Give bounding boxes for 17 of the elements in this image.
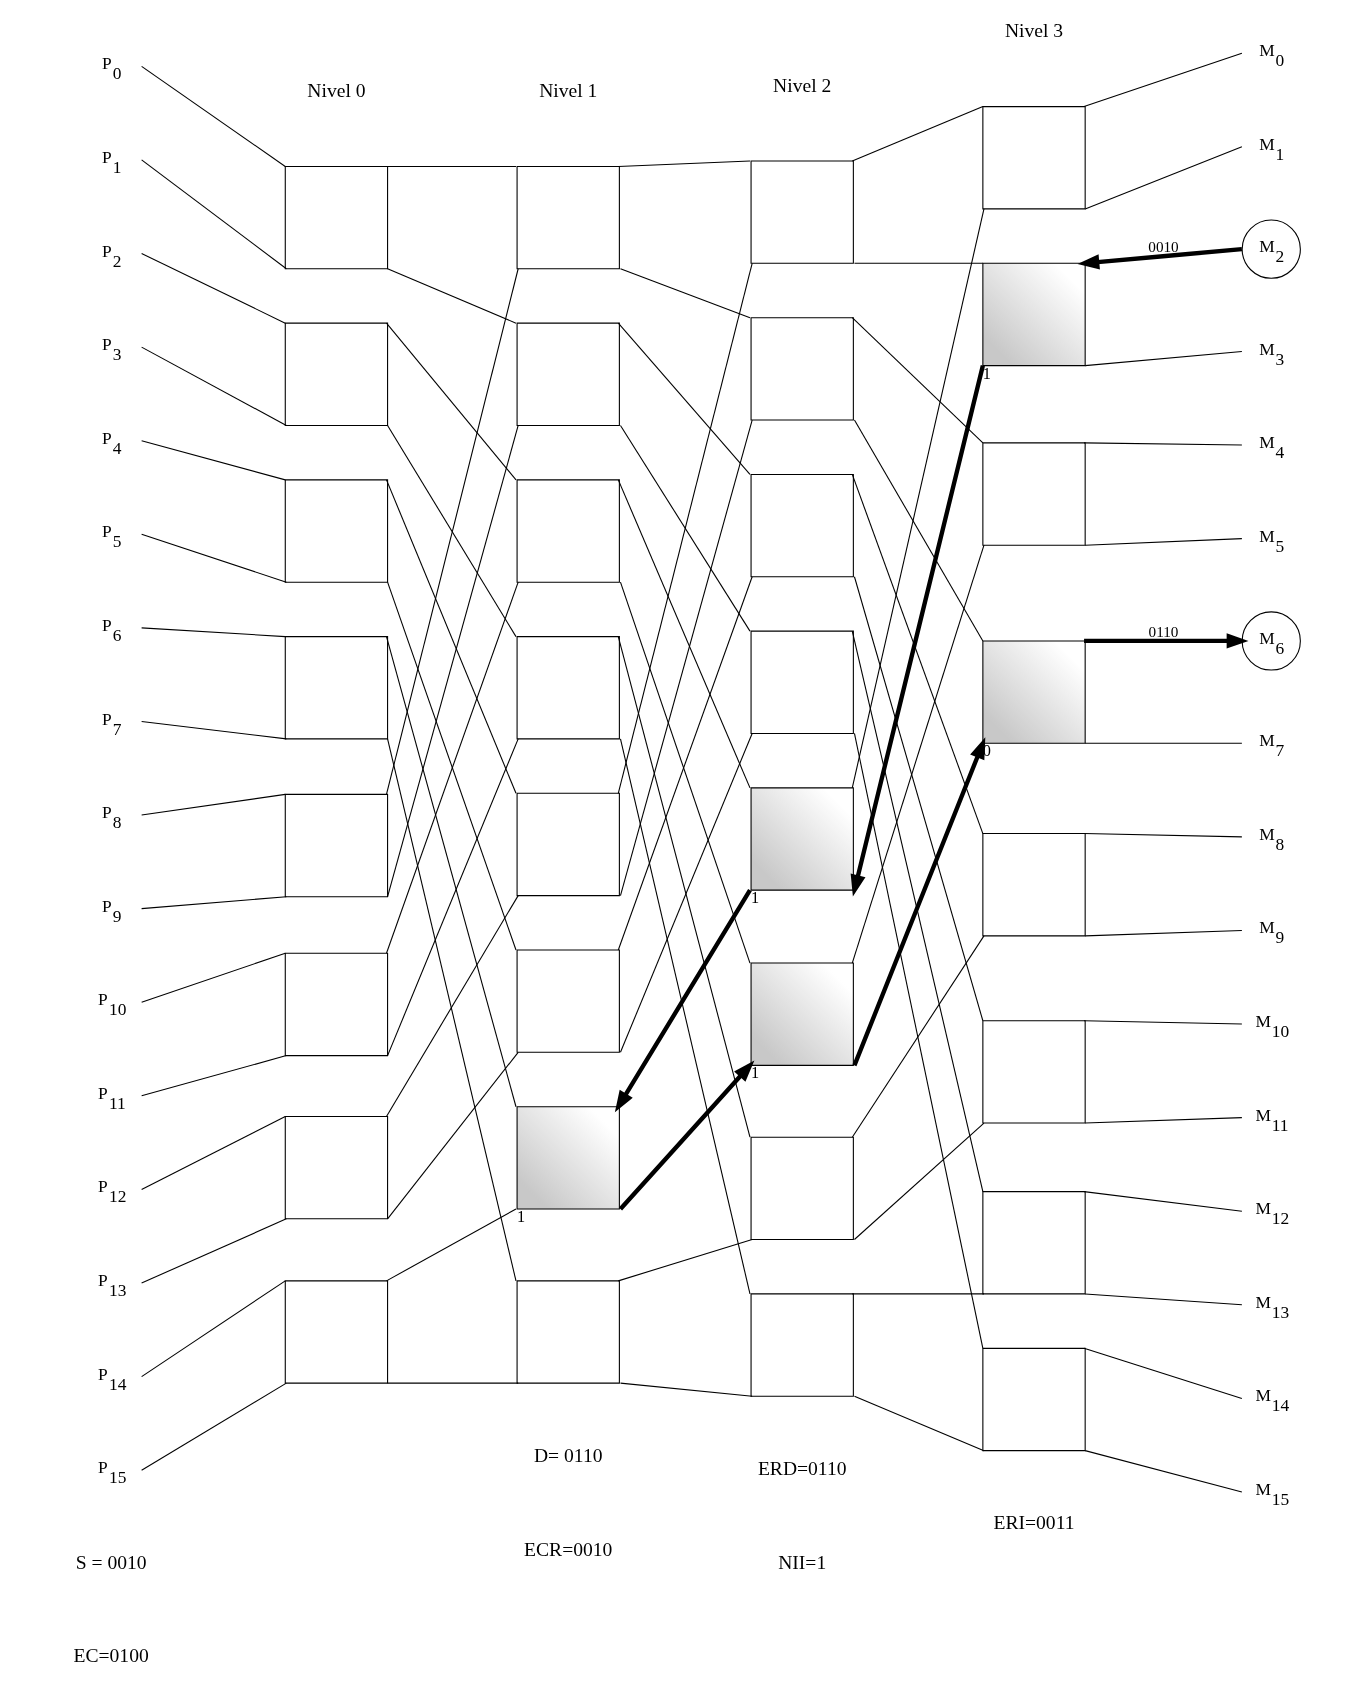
node-label: 1	[517, 1207, 526, 1227]
label: S = 0010	[75, 1551, 147, 1573]
label: ERD=0110	[757, 1458, 847, 1480]
label: D= 0110	[533, 1444, 603, 1466]
label: ERI=0011	[993, 1512, 1075, 1534]
label: EC=0100	[73, 1645, 149, 1667]
label: Nivel 3	[1004, 20, 1064, 42]
edge-label: 0110	[1148, 622, 1179, 640]
label: NII=1	[778, 1551, 827, 1573]
node-label: 1	[982, 363, 992, 383]
edge-label: 0010	[1148, 237, 1179, 255]
node-label: 1	[751, 1063, 760, 1083]
label: Nivel 0	[307, 80, 366, 102]
label: Nivel 2	[773, 74, 832, 96]
node-label: 1	[751, 888, 760, 908]
label: Nivel 1	[539, 80, 598, 102]
label: ECR=0010	[524, 1538, 613, 1560]
